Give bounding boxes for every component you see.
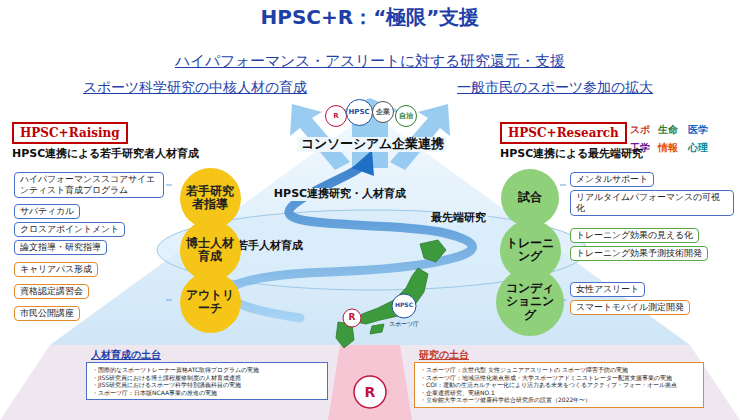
item-box: 女性アスリート — [570, 282, 645, 297]
r-logo — [354, 376, 386, 408]
spiral-arrow — [227, 166, 473, 318]
node-text: コンディショニング — [505, 282, 555, 322]
node-subtext: ・スポーツ庁：地域活性化拠点形成・大学スポーツアドミニストレーター配置支援事業の… — [420, 374, 698, 382]
node-text: HPSC — [348, 108, 369, 116]
node-text: リアルタイムパフォーマンスの可視化 — [576, 192, 728, 214]
hpsc-map-logo — [392, 294, 416, 318]
consortium-label: コンソーシアム企業連携 — [298, 137, 447, 152]
agency-label: スポーツ庁 — [389, 321, 419, 328]
item-box: 資格認定講習会 — [14, 284, 89, 299]
program-header: HPSC+ResearchHPSC連携による最先端研究 — [500, 122, 627, 144]
node-text: メンタルサポート — [576, 174, 648, 185]
field-icon: 情報 — [658, 142, 678, 154]
node-text: サバティカル — [20, 206, 74, 217]
goal-text: 一般市民のスポーツ参加の拡大 — [457, 79, 653, 95]
node-text: キャリアパス形成 — [20, 264, 92, 275]
r-logo-text: R — [365, 384, 376, 400]
node-text: クロスアポイントメント — [20, 224, 119, 235]
node-subtext: ・JISS研究員におけるスポーツ科学特別講義科目の実施 — [92, 381, 322, 389]
node-subtext: ・スポーツ庁：日本版NCAA事業の推進の実施 — [92, 389, 322, 397]
goal-text: スポーツ科学研究の中核人材の育成 — [83, 79, 307, 95]
field-icon: スポ — [630, 124, 650, 136]
category-circle: アウトリーチ — [180, 272, 241, 333]
item-box: クロスアポイントメント — [14, 222, 125, 237]
field-icon: 医学 — [688, 124, 708, 136]
flow-label: HPSC連携研究・人材育成 — [271, 188, 409, 201]
flow-label: 若手人材育成 — [234, 240, 306, 253]
node-text: 若手研究者指導 — [185, 185, 235, 211]
item-box: トレーニング効果予測技術開発 — [570, 246, 708, 261]
partner-logo: R — [325, 105, 347, 127]
node-text: 自治 — [399, 111, 413, 121]
node-text: 市民公開講座 — [20, 308, 74, 319]
page-title: HPSC+R：“極限”支援 — [261, 6, 480, 29]
program-header: HPSC+RaisingHPSC連携による若手研究者人材育成 — [12, 122, 128, 144]
node-text: 資格認定講習会 — [20, 286, 83, 297]
node-text: トレーニング効果予測技術開発 — [576, 248, 702, 259]
node-text: スマートモバイル測定開発 — [576, 302, 684, 313]
foundation-box: 研究の土台・スポーツ庁：次世代型 女性ジュニアアスリートの スポーツ障害予防の実… — [414, 362, 704, 408]
hpsc-logo-text: HPSC — [395, 302, 413, 309]
item-box: トレーニング効果の見える化 — [570, 228, 699, 243]
field-icon: 生命 — [658, 124, 678, 136]
node-subtext: ・国際的なスポーツトレーナー資格ATC取得プログラムの実施 — [92, 366, 322, 374]
node-text: 女性アスリート — [576, 284, 639, 295]
node-subtext: ・JISS研究員における博士課程履修制度の人材育成連携 — [92, 374, 322, 382]
foundation-box: 人材育成の土台・国際的なスポーツトレーナー資格ATC取得プログラムの実施・JIS… — [86, 362, 328, 400]
flow-label: 最先端研究 — [428, 212, 489, 225]
base-band — [0, 345, 740, 420]
node-subtext: ・COI：運動の生活カルチャー化により活力ある未来をつくるアクティブ・フォー・オ… — [420, 381, 698, 389]
item-box: 市民公開講座 — [14, 306, 80, 321]
node-text: HPSC+Raising — [20, 126, 120, 140]
item-box: サバティカル — [14, 204, 80, 219]
item-box: ハイパフォーマンススコアサイエンティスト育成プログラム — [14, 172, 164, 198]
r-map-logo — [343, 309, 361, 327]
node-text: アウトリーチ — [185, 289, 235, 315]
node-subtext: HPSC連携による若手研究者人材育成 — [12, 146, 199, 161]
node-text: トレーニング効果の見える化 — [576, 230, 693, 241]
node-text: 人材育成の土台 — [89, 349, 163, 362]
goal-text: ハイパフォーマンス・アスリートに対する研究還元・支援 — [175, 53, 565, 70]
category-circle: コンディショニング — [496, 268, 564, 336]
category-circle: 試合 — [501, 169, 559, 227]
partner-logo: HPSC — [346, 99, 373, 126]
node-subtext: ・立命館大学スポーツ健康科学総合研究所の設置（2022年〜） — [420, 396, 698, 404]
node-subtext: ・スポーツ庁：次世代型 女性ジュニアアスリートの スポーツ障害予防の実施 — [420, 366, 698, 374]
node-text: 博士人材育成 — [185, 237, 235, 263]
spiral-head — [352, 150, 374, 176]
item-box: キャリアパス形成 — [14, 262, 98, 277]
base-center — [328, 345, 412, 420]
node-text: HPSC+Research — [508, 126, 619, 140]
partner-logo: 自治 — [395, 105, 417, 127]
node-subtext: ・企業連携研究、実績NO.1 — [420, 389, 698, 397]
item-box: 論文指導・研究指導 — [14, 240, 107, 255]
item-box: リアルタイムパフォーマンスの可視化 — [570, 190, 734, 216]
partner-logo: 企業 — [372, 101, 394, 123]
node-text: 企業 — [376, 107, 390, 117]
node-text: トレーニング — [505, 237, 555, 263]
node-text: ハイパフォーマンススコアサイエンティスト育成プログラム — [20, 174, 158, 196]
item-box: スマートモバイル測定開発 — [570, 300, 690, 315]
node-text: 論文指導・研究指導 — [20, 242, 101, 253]
node-text: 研究の土台 — [417, 349, 471, 362]
node-text: 試合 — [505, 191, 555, 204]
node-subtext: HPSC連携による最先端研究 — [500, 146, 643, 161]
japan-map — [336, 240, 446, 348]
item-box: メンタルサポート — [570, 172, 654, 187]
r-logo-text: R — [349, 312, 356, 322]
node-text: R — [333, 112, 338, 120]
field-icon: 心理 — [688, 142, 708, 154]
